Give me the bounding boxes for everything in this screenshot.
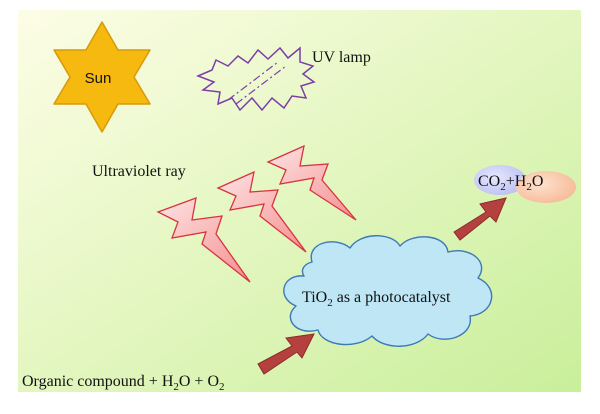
h2o-bubble-icon <box>516 171 576 203</box>
tio2-subscript: 2 <box>327 297 333 309</box>
tio2-label: TiO <box>302 289 327 306</box>
reactant-arrow-icon <box>257 333 315 375</box>
reactants-part1: Organic compound + H <box>22 373 174 390</box>
sun-icon: Sun <box>53 21 151 133</box>
uv-lamp-icon <box>195 46 316 112</box>
uv-ray-bolt-icon <box>156 196 251 283</box>
co2-subscript: 2 <box>500 181 506 193</box>
products-arrow-icon <box>453 197 507 241</box>
h2o-label-h: H <box>515 173 527 190</box>
reactants-sub1: 2 <box>173 381 179 393</box>
uv-lamp-label: UV lamp <box>312 49 371 66</box>
reactants-part2: O + O <box>179 373 219 390</box>
lamp-tube-line <box>227 61 279 101</box>
products-label: CO2+H2O <box>478 173 543 193</box>
tio2-cloud-icon <box>283 235 493 347</box>
uv-ray-bolt-icon <box>216 170 307 253</box>
sun-label: Sun <box>85 70 112 87</box>
co2-label: CO <box>478 173 500 190</box>
ultraviolet-ray-label: Ultraviolet ray <box>92 163 186 180</box>
co2-bubble-icon <box>474 165 526 195</box>
h2o-subscript: 2 <box>526 181 532 193</box>
lamp-tube-line <box>235 65 287 105</box>
uv-ray-bolt-icon <box>266 144 357 221</box>
reactants-sub2: 2 <box>219 381 225 393</box>
catalyst-label: TiO2 as a photocatalyst <box>302 289 451 309</box>
h2o-label-o: O <box>532 173 544 190</box>
plus-sign: + <box>506 173 515 190</box>
catalyst-suffix: as a photocatalyst <box>333 289 451 306</box>
reactants-label: Organic compound + H2O + O2 <box>22 373 225 393</box>
